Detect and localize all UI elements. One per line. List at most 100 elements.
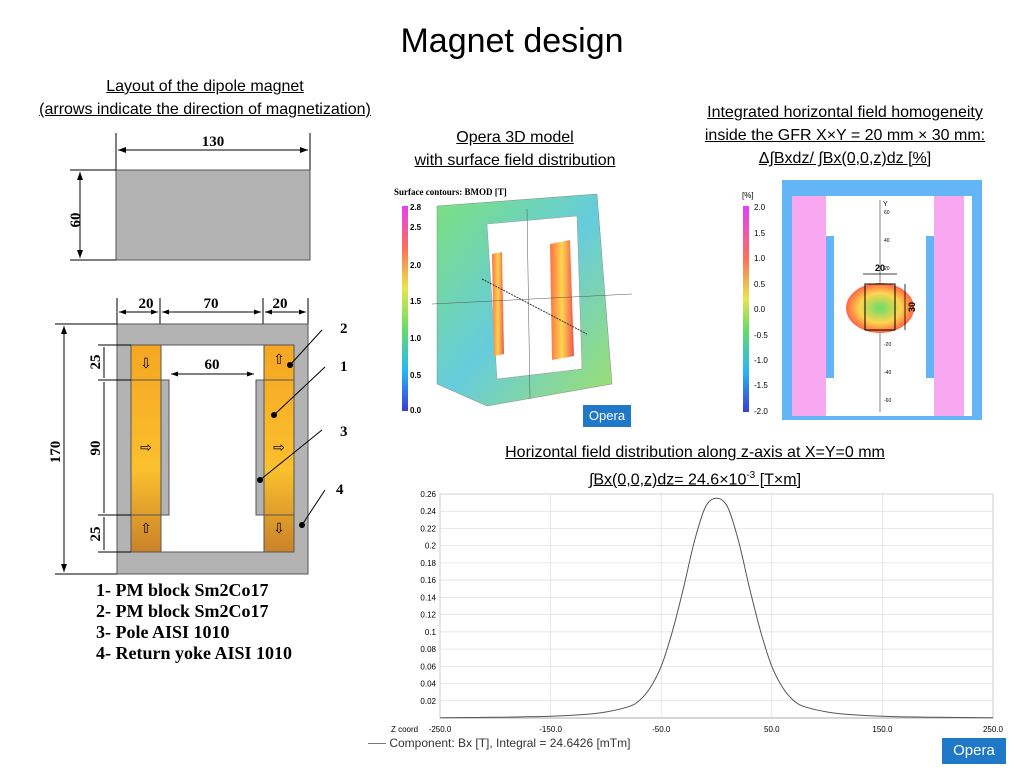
dim-inner-label: 60 (205, 357, 220, 373)
opera-logo-badge: Opera (942, 738, 1006, 764)
homogeneity-tick: 1.5 (754, 229, 766, 238)
bmod-tick: 0.5 (410, 371, 422, 380)
gfr-height-label: 30 (907, 302, 917, 312)
left-pm-region (792, 196, 826, 416)
y-tick-label: 0.06 (420, 662, 436, 671)
field-caption-line2: ∫Bx(0,0,z)dz= 24.6×10-3 [T×m] (440, 464, 950, 491)
opera-model-caption: Opera 3D model with surface field distri… (385, 126, 645, 172)
callout-4: 4 (336, 482, 344, 498)
field-caption-suffix: [T×m] (755, 471, 802, 489)
bmod-tick: 2.8 (410, 203, 422, 212)
y-tick: 20 (884, 266, 890, 272)
y-tick-label: 0.02 (420, 697, 436, 706)
callout-1: 1 (340, 359, 348, 375)
layout-caption: Layout of the dipole magnet (arrows indi… (0, 75, 410, 121)
y-tick-label: 0.22 (420, 524, 436, 533)
bmod-color-scale (402, 206, 408, 411)
arrow-up-icon: ⇧ (140, 520, 152, 536)
homogeneity-caption-line1: Integrated horizontal field homogeneity (707, 104, 983, 121)
gfr-boundary (864, 283, 896, 331)
y-tick: -40 (884, 370, 891, 376)
y-tick-label: 0.04 (420, 680, 436, 689)
dim-seg-top-label: 25 (88, 355, 104, 370)
left-pole-region (826, 236, 834, 378)
chart-x-axis-label: Z coord (391, 725, 418, 734)
homogeneity-tick: 1.0 (754, 254, 766, 263)
bx-series-line (439, 497, 994, 719)
field-distribution-chart: 0.26 0.24 0.22 0.2 0.18 0.16 0.14 0.12 0.1 0.08 0.… (391, 490, 1004, 734)
homogeneity-tick: 0.5 (754, 280, 766, 289)
y-tick: 60 (884, 210, 890, 216)
dim-height-label: 170 (48, 441, 64, 464)
opera-caption-line2: with surface field distribution (414, 152, 616, 169)
arrow-down-icon: ⇩ (140, 355, 152, 371)
gfr-width-label: 20 (875, 263, 885, 273)
y-tick: -20 (884, 342, 891, 348)
layout-caption-line1: Layout of the dipole magnet (106, 78, 304, 95)
chart-grid (439, 493, 994, 719)
left-pm-3d (492, 252, 504, 356)
homogeneity-caption: Integrated horizontal field homogeneity … (670, 101, 1020, 170)
y-tick-label: 0.2 (425, 542, 437, 551)
opera-caption-line1: Opera 3D model (456, 129, 574, 146)
chart-legend: Component: Bx [T], Integral = 24.6426 [m… (368, 736, 630, 750)
dim-right-label: 20 (273, 296, 288, 312)
right-pm-region (934, 196, 964, 416)
y-tick: -60 (884, 398, 891, 404)
x-tick-label: -50.0 (652, 725, 671, 734)
y-tick-label: 0.24 (420, 507, 436, 516)
opera-3d-model-image: Surface contours: BMOD [T] 2.8 2.5 2.0 1… (394, 187, 633, 415)
legend-item: 3- Pole AISI 1010 (96, 622, 230, 642)
plot-frame (439, 493, 994, 719)
right-pole-region (926, 236, 934, 378)
y-tick-label: 0.16 (420, 576, 436, 585)
y-tick-label: 0.08 (420, 645, 436, 654)
homogeneity-tick: 2.0 (754, 203, 766, 212)
slide-title: Magnet design (400, 22, 624, 60)
y-tick-label: 0.14 (420, 593, 436, 602)
bmod-tick: 0.0 (410, 406, 422, 415)
homogeneity-tick: 0.0 (754, 305, 766, 314)
arrow-right-icon: ⇨ (273, 439, 285, 455)
dipole-drawing: 20 70 20 ⇩ ⇨ ⇧ ⇧ ⇨ ⇩ 60 170 25 90 25 2 (48, 296, 348, 575)
width-label: 130 (202, 134, 225, 150)
dim-gap-label: 70 (204, 296, 219, 312)
dim-seg-mid-label: 90 (88, 441, 104, 456)
parts-legend: 1- PM block Sm2Co17 2- PM block Sm2Co17 … (96, 580, 292, 664)
arrow-right-icon: ⇨ (140, 439, 152, 455)
arrow-down-icon: ⇩ (273, 520, 285, 536)
legend-swatch (368, 743, 386, 745)
legend-item: 1- PM block Sm2Co17 (96, 580, 269, 600)
legend-item: 4- Return yoke AISI 1010 (96, 643, 293, 663)
top-block-drawing: 130 60 (68, 133, 311, 261)
legend-item: 2- PM block Sm2Co17 (96, 601, 269, 621)
homogeneity-tick: -2.0 (754, 407, 768, 416)
y-tick-label: 0.1 (425, 628, 437, 637)
y-tick-label: 0.18 (420, 559, 436, 568)
field-caption-prefix: ∫Bx(0,0,z)dz= 24.6×10 (588, 471, 747, 489)
field-caption-exp: -3 (746, 470, 756, 481)
bmod-tick: 2.0 (410, 261, 422, 270)
homogeneity-map-image: [%] 2.0 1.5 1.0 0.5 0.0 -0.5 -1.0 -1.5 -… (742, 180, 982, 420)
dim-seg-bot-label: 25 (88, 527, 104, 542)
y-tick-label: 0.26 (420, 490, 436, 499)
bmod-tick: 2.5 (410, 223, 422, 232)
x-tick-label: 250.0 (983, 725, 1004, 734)
field-caption-line1: Horizontal field distribution along z-ax… (505, 444, 885, 461)
left-pole (160, 379, 170, 516)
height-label: 60 (68, 213, 84, 228)
return-yoke-block (115, 169, 311, 261)
y-tick-label: 0.12 (420, 611, 436, 620)
y-tick: 40 (884, 238, 890, 244)
x-tick-label: 50.0 (764, 725, 780, 734)
opera-logo-badge: Opera (583, 405, 631, 427)
field-distribution-caption: Horizontal field distribution along z-ax… (440, 441, 950, 491)
opera-plot-title: Surface contours: BMOD [T] (394, 187, 507, 197)
homogeneity-caption-line3: Δ∫Bxdz/ ∫Bx(0,0,z)dz [%] (758, 150, 932, 167)
x-tick-label: 150.0 (872, 725, 893, 734)
arrow-up-icon: ⇧ (273, 351, 285, 367)
homogeneity-tick: -0.5 (754, 331, 768, 340)
callout-3: 3 (340, 424, 348, 440)
callout-2: 2 (340, 321, 348, 337)
